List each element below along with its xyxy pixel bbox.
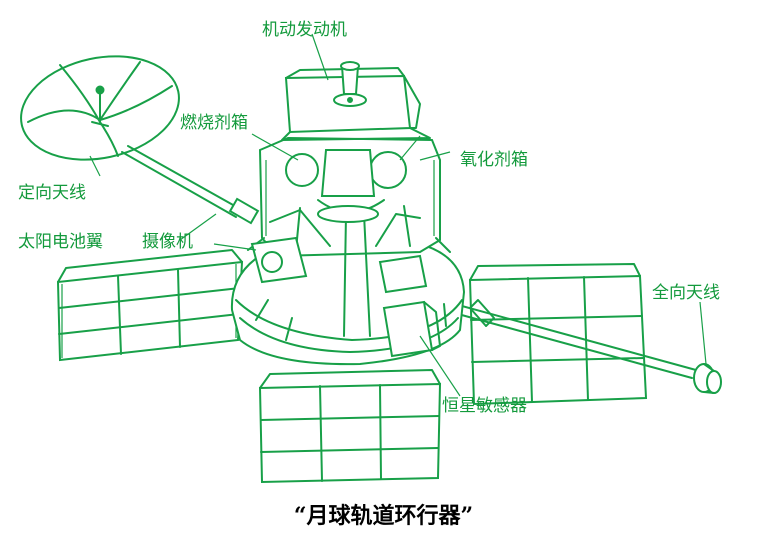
label-solar-wing: 太阳电池翼 [18, 232, 103, 252]
engine-nozzle [333, 61, 367, 107]
camera [250, 236, 428, 294]
leader-lines [89, 33, 707, 397]
label-engine: 机动发动机 [262, 20, 347, 40]
label-camera: 摄像机 [142, 232, 193, 252]
solar-panel-right [468, 263, 648, 406]
label-directional-antenna: 定向天线 [18, 183, 86, 203]
label-omni-antenna: 全向天线 [652, 283, 720, 303]
star-sensor [382, 300, 441, 358]
diagram-caption: “月球轨道环行器” [293, 503, 474, 529]
directional-antenna-boom [121, 145, 260, 225]
label-fuel-tank: 燃烧剂箱 [180, 113, 248, 133]
omni-antenna-boom [435, 299, 722, 394]
solar-panel-left [56, 249, 244, 362]
solar-panel-bottom [258, 369, 442, 484]
label-star-sensor: 恒星敏感器 [442, 396, 527, 416]
directional-antenna-dish [20, 55, 180, 161]
label-oxidizer-tank: 氧化剂箱 [460, 150, 528, 170]
